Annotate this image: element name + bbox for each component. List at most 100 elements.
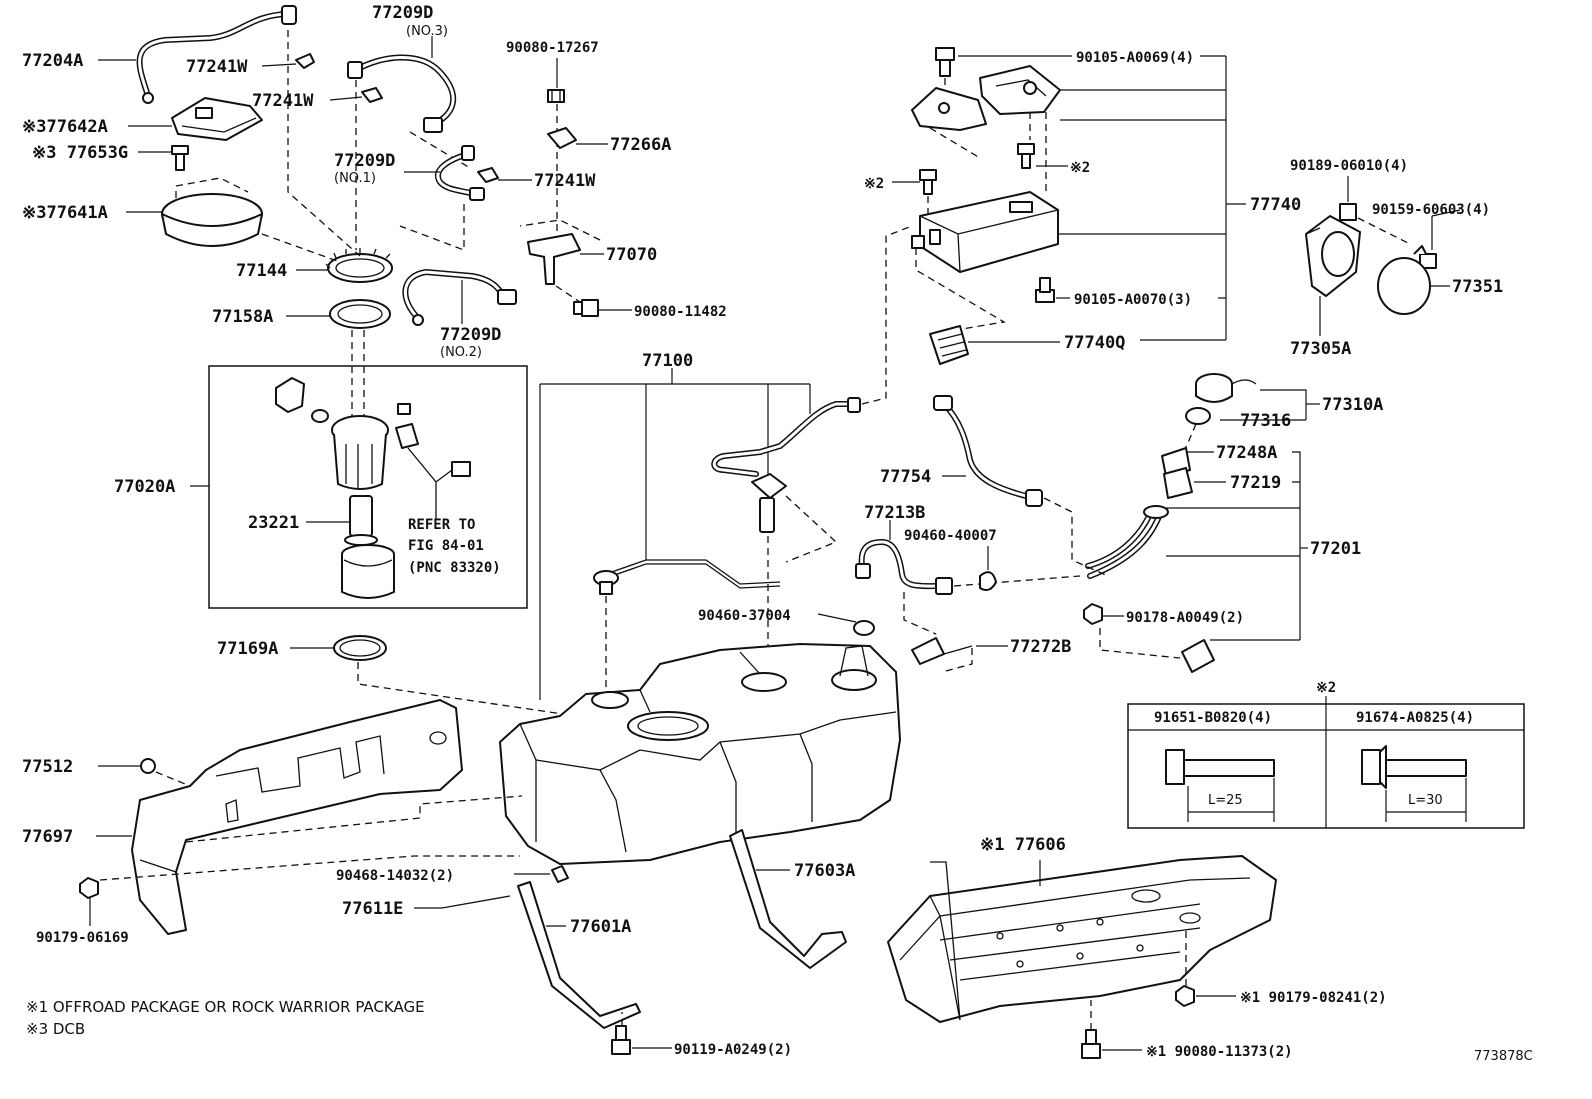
label-90178-A0049: 90178-A0049(2) [1126, 610, 1244, 626]
label-77272B: 77272B [1010, 637, 1071, 657]
part-90178-A0049-nut [1083, 603, 1103, 625]
part-90189-06010-nut [1339, 203, 1357, 221]
part-77169A-gasket [333, 635, 387, 661]
label-77740: 77740 [1250, 195, 1301, 215]
refer-line-2: FIG 84-01 [408, 538, 484, 554]
label-77204A: 77204A [22, 51, 83, 71]
part-90080-11482-bolt [573, 299, 599, 317]
label-77601A: 77601A [570, 917, 631, 937]
part-fuel-sender [395, 403, 471, 520]
part-fuel-tank [499, 643, 901, 865]
refer-line-1: REFER TO [408, 517, 475, 533]
part-77316-gasket [1185, 407, 1211, 425]
label-77316: 77316 [1240, 411, 1291, 431]
label-77169A: 77169A [217, 639, 278, 659]
diagram-id: 773878C [1474, 1049, 1533, 1064]
label-77351: 77351 [1452, 277, 1503, 297]
label-77642A: ※377642A [22, 117, 108, 137]
part-marked-bolt-right [1017, 143, 1035, 169]
part-filler-bracket [1181, 639, 1215, 673]
part-level-sensor-wire [593, 559, 781, 595]
part-90179-06169-nut [79, 877, 99, 899]
part-90105-A0069-bolt [935, 47, 955, 77]
fuel-pump-assembly-box [208, 365, 528, 609]
part-77642A-module [171, 97, 263, 141]
label-77209D-no1: 77209D [334, 151, 395, 171]
bolt-col1-head: 91651-B0820(4) [1154, 710, 1272, 726]
label-77266A: 77266A [610, 135, 671, 155]
part-77209D-no2-wire [402, 268, 517, 326]
label-77209D-no2-sub: (NO.2) [440, 345, 482, 360]
part-77158A-gasket [329, 299, 391, 329]
part-90080-11373-bolt [1081, 1029, 1101, 1059]
part-77305A-filler-housing [1305, 215, 1361, 297]
part-77512-nut [140, 758, 156, 774]
part-77740-canister [911, 191, 1059, 273]
bolt-col2-length: L=30 [1408, 793, 1443, 808]
part-77204A-wire [136, 5, 297, 104]
part-77310A-fuel-cap [1195, 373, 1257, 403]
label-90080-17267: 90080-17267 [506, 40, 599, 56]
part-77606-skid-plate [887, 855, 1277, 1023]
label-90105-A0070: 90105-A0070(3) [1074, 292, 1192, 308]
refer-line-3: (PNC 83320) [408, 560, 501, 576]
part-90080-17267-nut [547, 89, 565, 103]
label-23221: 23221 [248, 513, 299, 533]
label-77219: 77219 [1230, 473, 1281, 493]
footnote-3: ※3 DCB [26, 1020, 85, 1038]
bolt-table-title: ※2 [1316, 680, 1336, 696]
bolt-col2-head: 91674-A0825(4) [1356, 710, 1474, 726]
label-90080-11482: 90080-11482 [634, 304, 727, 320]
label-77248A: 77248A [1216, 443, 1277, 463]
label-77020A: 77020A [114, 477, 175, 497]
label-77310A: 77310A [1322, 395, 1383, 415]
part-77740Q-filter [929, 325, 969, 365]
part-77070-valve [527, 233, 581, 285]
part-90468-14032-bolt [551, 865, 569, 883]
label-90159-60603: 90159-60603(4) [1372, 202, 1490, 218]
part-canister-bracket-upper [979, 65, 1061, 115]
label-90080-11373: ※1 90080-11373(2) [1146, 1044, 1293, 1060]
label-77241W-a: 77241W [186, 57, 248, 77]
part-77272B-sensor [911, 637, 973, 665]
bolt-col1-length: L=25 [1208, 793, 1243, 808]
part-rollover-valve [751, 473, 787, 533]
part-fuel-pump-body [331, 415, 389, 490]
footnote-1: ※1 OFFROAD PACKAGE OR ROCK WARRIOR PACKA… [26, 998, 425, 1016]
label-77241W-b: 77241W [252, 91, 314, 111]
part-90460-37004-clamp [853, 620, 875, 636]
part-77754-hose [933, 395, 1043, 507]
label-77209D-no1-sub: (NO.1) [334, 171, 376, 186]
label-mark2-a: ※2 [864, 176, 884, 192]
label-77697: 77697 [22, 827, 73, 847]
label-77241W-c: 77241W [534, 171, 596, 191]
label-77213B: 77213B [864, 503, 925, 523]
part-90105-A0070-bolt [1035, 277, 1055, 303]
part-77213B-hose [855, 538, 953, 595]
part-77144-ring [325, 248, 393, 283]
label-77611E: 77611E [342, 899, 403, 919]
part-90179-08241-nut [1175, 985, 1195, 1007]
part-77611E-pin [441, 895, 511, 909]
label-90105-A0069: 90105-A0069(4) [1076, 50, 1194, 66]
part-canister-bracket-lower [911, 87, 987, 131]
label-77209D-no3-sub: (NO.3) [406, 24, 448, 39]
label-90189-06010: 90189-06010(4) [1290, 158, 1408, 174]
label-90179-06169: 90179-06169 [36, 930, 129, 946]
label-77653G: ※3 77653G [32, 143, 128, 163]
part-marked-bolt-left [919, 169, 937, 195]
part-77241W-clip-a [295, 53, 315, 69]
label-77603A: 77603A [794, 861, 855, 881]
part-77209D-no1-wire [435, 145, 485, 201]
part-77219-hose [1163, 467, 1193, 499]
part-77201-filler-pipe [1085, 505, 1169, 579]
label-77201: 77201 [1310, 539, 1361, 559]
label-77305A: 77305A [1290, 339, 1351, 359]
part-77209D-no3-wire [347, 54, 457, 133]
part-90119-A0249-bolt [611, 1025, 631, 1055]
part-77641A-retainer [161, 177, 263, 247]
part-77351-fuel-door [1377, 257, 1431, 315]
label-mark2-b: ※2 [1070, 160, 1090, 176]
label-77070: 77070 [606, 245, 657, 265]
